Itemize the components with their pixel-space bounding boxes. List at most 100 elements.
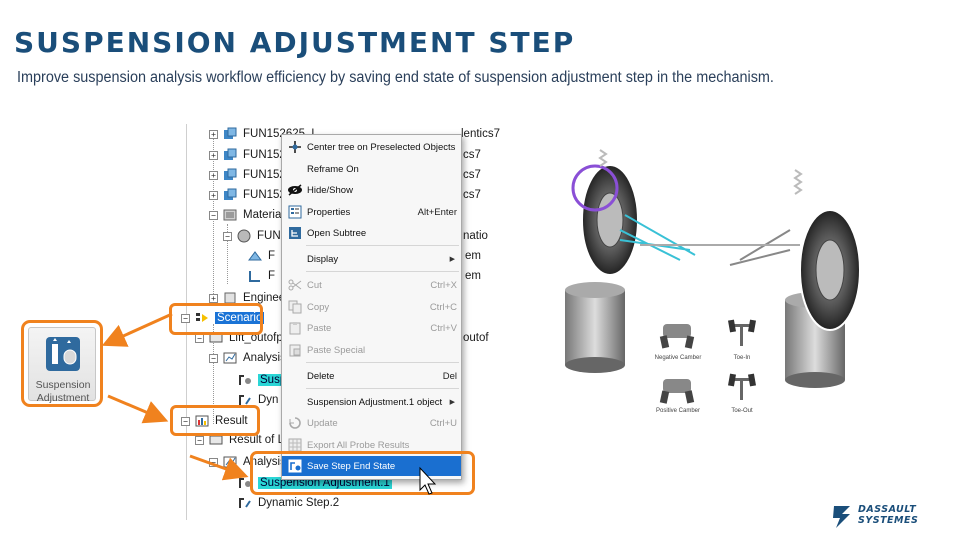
tree-item-scenario[interactable]: − Scenario xyxy=(181,308,265,328)
menu-item-copy[interactable]: Copy Ctrl+C xyxy=(282,297,461,317)
menu-item-paste[interactable]: Paste Ctrl+V xyxy=(282,318,461,338)
feature-icon xyxy=(247,248,263,264)
tree-item-label: Result of L xyxy=(229,434,284,446)
toe-in-label: Toe-In xyxy=(733,355,751,361)
tree-item-clipped-text: cs7 xyxy=(463,149,481,161)
tree-item[interactable]: Dynamic Step.2 xyxy=(237,493,339,513)
scissors-icon xyxy=(287,277,303,293)
menu-item-export-probe[interactable]: Export All Probe Results xyxy=(282,435,461,455)
tree-item[interactable]: − Analysis xyxy=(209,348,286,368)
tree-item[interactable]: − Result of L xyxy=(195,430,284,450)
collapse-icon[interactable]: − xyxy=(223,231,232,241)
expand-icon[interactable]: + xyxy=(209,293,218,303)
suspension-adjustment-icon xyxy=(46,337,80,371)
product-icon xyxy=(222,126,238,142)
page-subtitle: Improve suspension analysis workflow eff… xyxy=(17,69,774,86)
collapse-icon[interactable]: − xyxy=(181,313,190,323)
expand-icon[interactable]: + xyxy=(209,190,218,200)
tree-item-label: FUN152 xyxy=(243,169,286,181)
logo-line1: DASSAULT xyxy=(858,504,917,515)
tree-item-label: Result xyxy=(215,415,248,427)
menu-item-reframe-on[interactable]: Reframe On xyxy=(307,163,359,175)
tree-item[interactable]: F xyxy=(247,266,275,286)
menu-item-display[interactable]: Display ▶ xyxy=(307,253,455,265)
suspension-3d-view xyxy=(540,140,960,470)
tree-item[interactable]: Dyn xyxy=(237,390,278,410)
tree-item-label: Suspension Adjustment.1 xyxy=(258,477,392,489)
highlight-frame-scenario xyxy=(169,303,263,335)
menu-item-open-subtree[interactable]: Open Subtree xyxy=(282,223,461,243)
tree-item[interactable]: + FUN152 xyxy=(209,165,286,185)
materials-icon xyxy=(222,207,238,223)
menu-item-center-tree[interactable]: Center tree on Preselected Objects xyxy=(282,137,461,157)
menu-item-update[interactable]: Update Ctrl+U xyxy=(282,413,461,433)
tree-item-label: Susp xyxy=(258,374,289,386)
tree-item[interactable]: + FUN152 xyxy=(209,185,286,205)
highlight-frame-result xyxy=(170,405,260,436)
tree-item[interactable]: − FUN xyxy=(223,226,281,246)
tree-item-label: Dynamic Step.2 xyxy=(258,497,340,509)
dassault-logo: DASSAULT SYSTEMES xyxy=(830,502,940,532)
tree-item-clipped-text: outof xyxy=(463,332,489,344)
menu-item-object-submenu[interactable]: Suspension Adjustment.1 object ▶ xyxy=(307,396,455,408)
collapse-icon[interactable]: − xyxy=(181,416,190,426)
update-icon xyxy=(287,415,303,431)
expand-icon[interactable]: + xyxy=(209,170,218,180)
paste-icon xyxy=(287,320,303,336)
context-menu[interactable]: Center tree on Preselected Objects Refra… xyxy=(281,134,462,480)
positive-camber-icon xyxy=(659,379,695,404)
menu-item-cut[interactable]: Cut Ctrl+X xyxy=(282,275,461,295)
product-icon xyxy=(222,147,238,163)
tree-item-clipped-text: lentics7 xyxy=(461,128,500,140)
product-icon xyxy=(222,187,238,203)
tree-item-suspension-adjustment[interactable]: Suspension Adjustment.1 xyxy=(237,473,392,493)
menu-item-delete[interactable]: Delete Del xyxy=(307,370,457,382)
menu-item-save-step-end-state[interactable]: Save Step End State xyxy=(282,456,461,476)
eye-icon xyxy=(287,182,303,198)
collapse-icon[interactable]: − xyxy=(195,435,204,445)
tree-item-clipped-text: em xyxy=(465,270,481,282)
analysis-icon xyxy=(222,454,238,470)
menu-item-hide-show[interactable]: Hide/Show xyxy=(282,180,461,200)
tile-label-line1: Suspension xyxy=(35,379,91,391)
logo-line2: SYSTEMES xyxy=(858,514,919,526)
collapse-icon[interactable]: − xyxy=(209,210,218,220)
tree-item-clipped-text: em xyxy=(465,250,481,262)
tree-item[interactable]: − Lift_outofp xyxy=(195,328,283,348)
collapse-icon[interactable]: − xyxy=(209,457,218,467)
3ds-logo-icon xyxy=(833,506,850,528)
collapse-icon[interactable]: − xyxy=(209,353,218,363)
product-icon xyxy=(222,167,238,183)
tree-item-label: F xyxy=(268,270,276,282)
feature-icon xyxy=(247,268,263,284)
arrow-to-tile xyxy=(101,312,173,347)
expand-icon[interactable]: + xyxy=(209,150,218,160)
negative-camber-label: Negative Camber xyxy=(654,355,702,361)
tree-item[interactable]: Susp xyxy=(237,370,289,390)
tree-item-label: F xyxy=(268,250,276,262)
menu-item-paste-special[interactable]: Paste Special xyxy=(282,340,461,360)
tree-item-clipped-text: cs7 xyxy=(463,189,481,201)
tree-item-label: Lift_outofp xyxy=(229,332,283,344)
suspension-adjustment-command-tile[interactable]: Suspension Adjustment xyxy=(21,320,103,407)
expand-icon[interactable]: + xyxy=(209,129,218,139)
analysis-icon xyxy=(222,350,238,366)
suspension-step-icon xyxy=(237,372,253,388)
tree-item-label: FUN152 xyxy=(243,189,286,201)
tree-item[interactable]: − Materia xyxy=(209,205,281,225)
subtree-icon xyxy=(287,225,303,241)
page-title: SUSPENSION ADJUSTMENT STEP xyxy=(14,26,576,59)
submenu-arrow-icon: ▶ xyxy=(449,399,455,406)
suspension-render xyxy=(565,149,861,388)
tree-item[interactable]: + FUN152 xyxy=(209,145,286,165)
toe-in-icon xyxy=(728,319,756,346)
tree-item[interactable]: F xyxy=(247,246,275,266)
toe-out-label: Toe-Out xyxy=(731,408,753,414)
tree-item[interactable]: + Enginee xyxy=(209,288,285,308)
dynamic-step-icon xyxy=(237,392,253,408)
positive-camber-label: Positive Camber xyxy=(655,408,700,414)
save-state-icon xyxy=(287,458,303,474)
tree-item-label: Materia xyxy=(243,209,282,221)
tree-item-result[interactable]: − Result xyxy=(181,411,248,431)
menu-item-properties[interactable]: Properties Alt+Enter xyxy=(282,202,461,222)
